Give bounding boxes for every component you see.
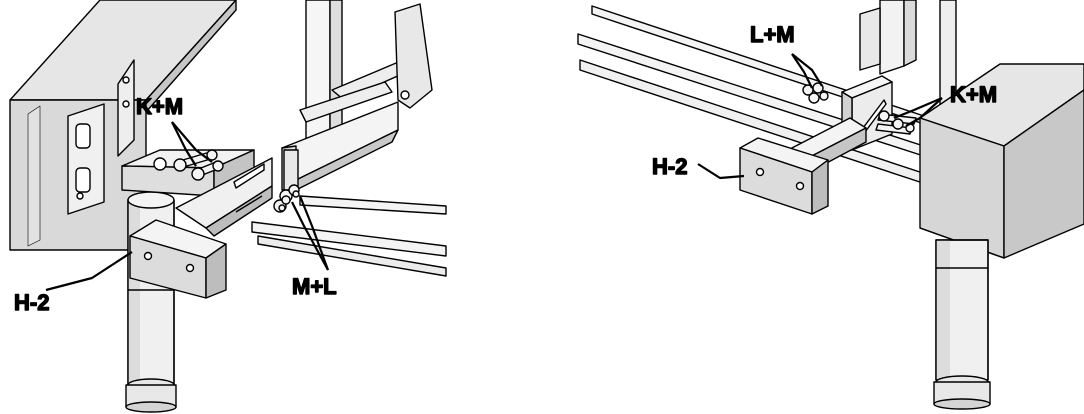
left-frame-rails (251, 0, 447, 277)
left-label-h2: H-2 (14, 290, 49, 315)
left-label-m-l: M+L (292, 274, 337, 299)
right-h2-bracket (739, 117, 867, 215)
left-headboard-panel (9, 0, 237, 251)
right-footboard-panel (919, 63, 1084, 259)
left-view: K+M M+L H-2 (9, 0, 447, 413)
right-leg (933, 239, 991, 410)
left-label-k-m: K+M (136, 94, 183, 119)
left-nuts-m-l (273, 184, 300, 213)
left-slide-beam (281, 101, 399, 191)
left-bolts-k-m (173, 149, 224, 181)
right-leader-lines (697, 53, 943, 180)
right-label-h2: H-2 (652, 154, 687, 179)
left-h2-bracket (129, 157, 273, 299)
right-bolts-l-m (802, 82, 829, 104)
right-label-l-m: L+M (750, 22, 795, 47)
right-label-k-m: K+M (950, 82, 997, 107)
right-bolts-k-m (875, 110, 917, 135)
left-leader-lines (45, 121, 330, 292)
right-view: L+M K+M H-2 (577, 0, 1084, 410)
